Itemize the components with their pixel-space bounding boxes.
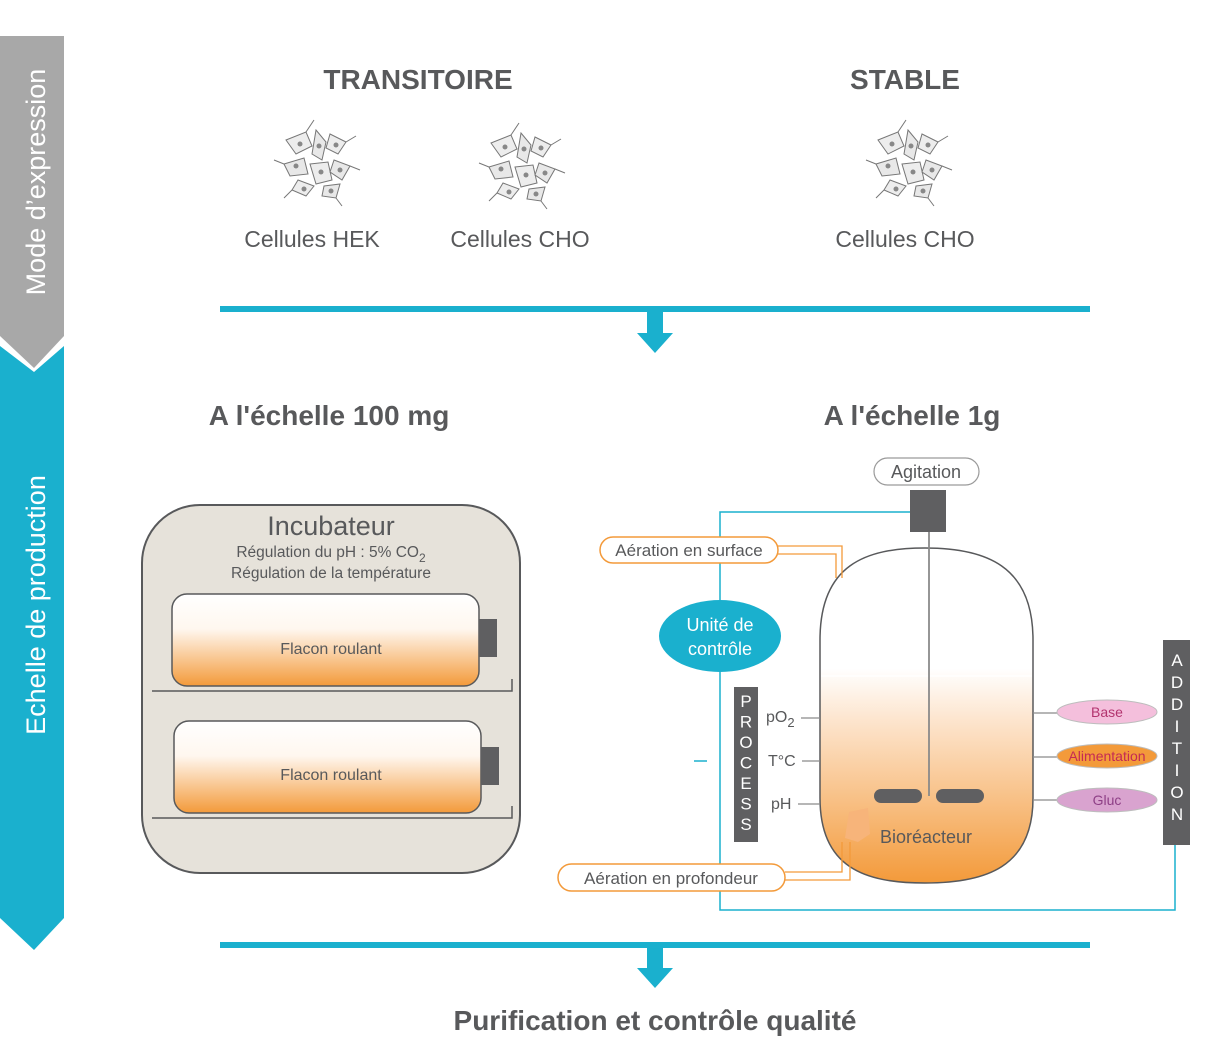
cell-label-hek: Cellules HEK xyxy=(244,226,380,252)
impeller-blade xyxy=(874,789,922,803)
control-unit xyxy=(659,600,781,672)
vertical-letter: P xyxy=(740,692,751,711)
stable-title: STABLE xyxy=(850,64,960,95)
cell-label-cho-stable: Cellules CHO xyxy=(835,226,974,252)
production-side-bar: Echelle de production xyxy=(0,346,64,950)
process-bar xyxy=(734,687,758,842)
addition-feed-pill xyxy=(1056,743,1158,769)
addition-base-label: Base xyxy=(1091,704,1123,720)
divider-line-top xyxy=(220,306,1090,312)
surface-aeration-label: Aération en surface xyxy=(615,541,762,560)
vertical-letter: T xyxy=(1172,739,1182,758)
cell-cluster-icon xyxy=(478,122,566,210)
cell-cluster-icon xyxy=(273,119,361,207)
surface-aeration-label-box xyxy=(599,536,779,564)
deep-aeration-tube xyxy=(785,842,851,881)
vertical-letter: N xyxy=(1171,805,1183,824)
flask-label: Flacon roulant xyxy=(280,767,382,784)
impeller-blade xyxy=(936,789,984,803)
vertical-letter: D xyxy=(1171,695,1183,714)
final-step-title: Purification et contrôle qualité xyxy=(454,1005,857,1036)
deep-aeration-label-box xyxy=(557,863,786,892)
vertical-letter: E xyxy=(740,774,751,793)
production-side-label: Echelle de production xyxy=(21,475,51,735)
sensor-temperature-label: T°C xyxy=(768,753,796,770)
cell-label-cho-transient: Cellules CHO xyxy=(450,226,589,252)
bioreactor-label: Bioréacteur xyxy=(880,827,972,847)
addition-glucose-label: Gluc xyxy=(1093,792,1122,808)
cell-cluster-icon xyxy=(865,119,953,207)
arrow-down-icon xyxy=(637,312,673,353)
vertical-letter: S xyxy=(740,795,751,814)
addition-bar xyxy=(1163,640,1190,845)
vertical-letter: O xyxy=(1170,783,1183,802)
deep-aeration-sparger xyxy=(845,808,870,842)
vertical-letter: C xyxy=(740,754,752,773)
vertical-letter: D xyxy=(1171,673,1183,692)
expression-side-label: Mode d’expression xyxy=(21,69,51,296)
vertical-letter: R xyxy=(740,713,752,732)
bioreactor-system: Agitation Aération en surface Aération e… xyxy=(557,457,1190,911)
shelf xyxy=(152,679,513,692)
control-loop-line xyxy=(719,511,1176,911)
sensor-po2-label: pO2 xyxy=(766,709,795,730)
agitation-label: Agitation xyxy=(891,462,961,482)
shelf xyxy=(152,806,513,819)
incubator-title: Incubateur xyxy=(267,511,395,541)
expression-side-bar: Mode d’expression xyxy=(0,36,64,368)
transient-title: TRANSITOIRE xyxy=(323,64,512,95)
surface-aeration-tube xyxy=(778,545,843,578)
incubator: Incubateur Régulation du pH : 5% CO2 Rég… xyxy=(141,504,521,874)
vertical-letter: O xyxy=(739,733,752,752)
arrow-down-icon xyxy=(637,948,673,988)
incubator-ph-regulation: Régulation du pH : 5% CO2 xyxy=(236,544,426,565)
control-unit-label-line2: contrôle xyxy=(688,639,752,659)
addition-base-pill xyxy=(1056,699,1158,725)
incubator-temperature-regulation: Régulation de la température xyxy=(231,565,431,582)
vertical-letter: I xyxy=(1175,717,1180,736)
divider-line-bottom xyxy=(220,942,1090,948)
agitation-label-box xyxy=(873,457,980,486)
deep-aeration-label: Aération en profondeur xyxy=(584,869,758,888)
agitation-motor xyxy=(910,490,946,532)
scale-100mg-title: A l'échelle 100 mg xyxy=(209,400,450,431)
vertical-letter: A xyxy=(1171,651,1183,670)
control-unit-label-line1: Unité de xyxy=(686,615,753,635)
flask-label: Flacon roulant xyxy=(280,641,382,658)
vertical-letter: I xyxy=(1175,761,1180,780)
addition-glucose-pill xyxy=(1056,787,1158,813)
sensor-ph-label: pH xyxy=(771,796,791,813)
vertical-letter: S xyxy=(740,815,751,834)
addition-feed-label: Alimentation xyxy=(1068,748,1145,764)
roller-flask: Flacon roulant xyxy=(171,593,497,687)
scale-1g-title: A l'échelle 1g xyxy=(824,400,1001,431)
roller-flask: Flacon roulant xyxy=(173,720,499,814)
